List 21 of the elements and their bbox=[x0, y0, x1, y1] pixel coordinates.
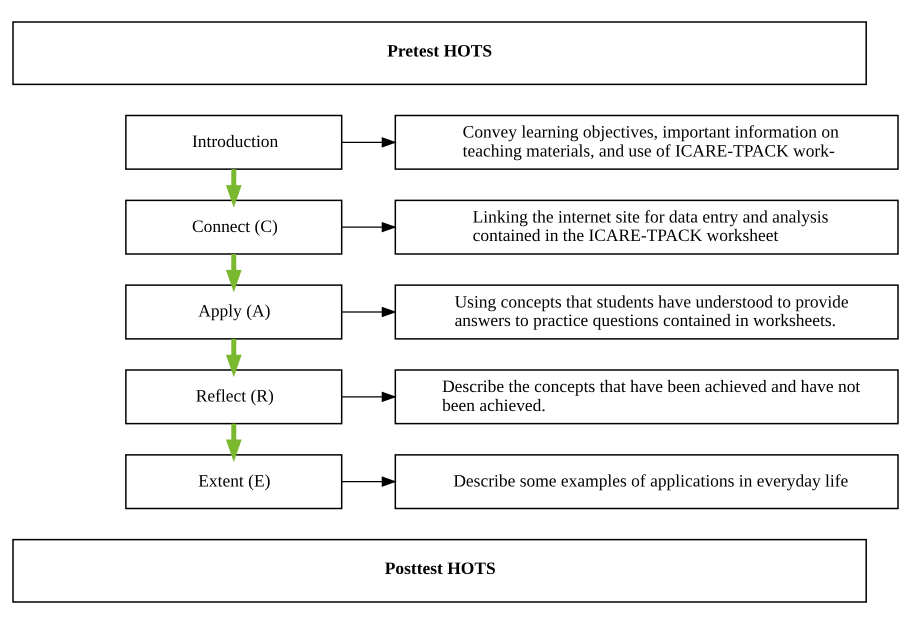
node-box: Introduction bbox=[125, 114, 342, 170]
node-box: Reflect (R) bbox=[125, 369, 342, 424]
node-box: Convey learning objectives, important information on teaching materials, and use of ICARE-TPACK work- bbox=[394, 114, 899, 170]
node-box: Pretest HOTS bbox=[12, 21, 867, 86]
node-box: Extent (E) bbox=[125, 454, 342, 510]
node-box: Describe some examples of applications in everyday life bbox=[394, 454, 899, 510]
arrow bbox=[226, 424, 242, 462]
node-box: Linking the internet site for data entry and analysis contained in the ICARE-TPACK worksheet bbox=[394, 200, 899, 255]
node-box: Using concepts that students have understood to provide answers to practice questions contained in worksheets. bbox=[394, 284, 899, 340]
arrow bbox=[226, 254, 242, 292]
arrow bbox=[342, 392, 397, 402]
arrow bbox=[342, 476, 397, 487]
arrow bbox=[342, 222, 397, 232]
node-box: Posttest HOTS bbox=[12, 538, 867, 603]
node-box: Describe the concepts that have been achieved and have not been achieved. bbox=[394, 369, 899, 424]
node-box: Connect (C) bbox=[125, 200, 342, 255]
arrow bbox=[226, 169, 242, 208]
arrow bbox=[342, 306, 397, 318]
arrow bbox=[226, 338, 242, 378]
arrow bbox=[342, 137, 397, 148]
node-box: Apply (A) bbox=[125, 284, 342, 340]
